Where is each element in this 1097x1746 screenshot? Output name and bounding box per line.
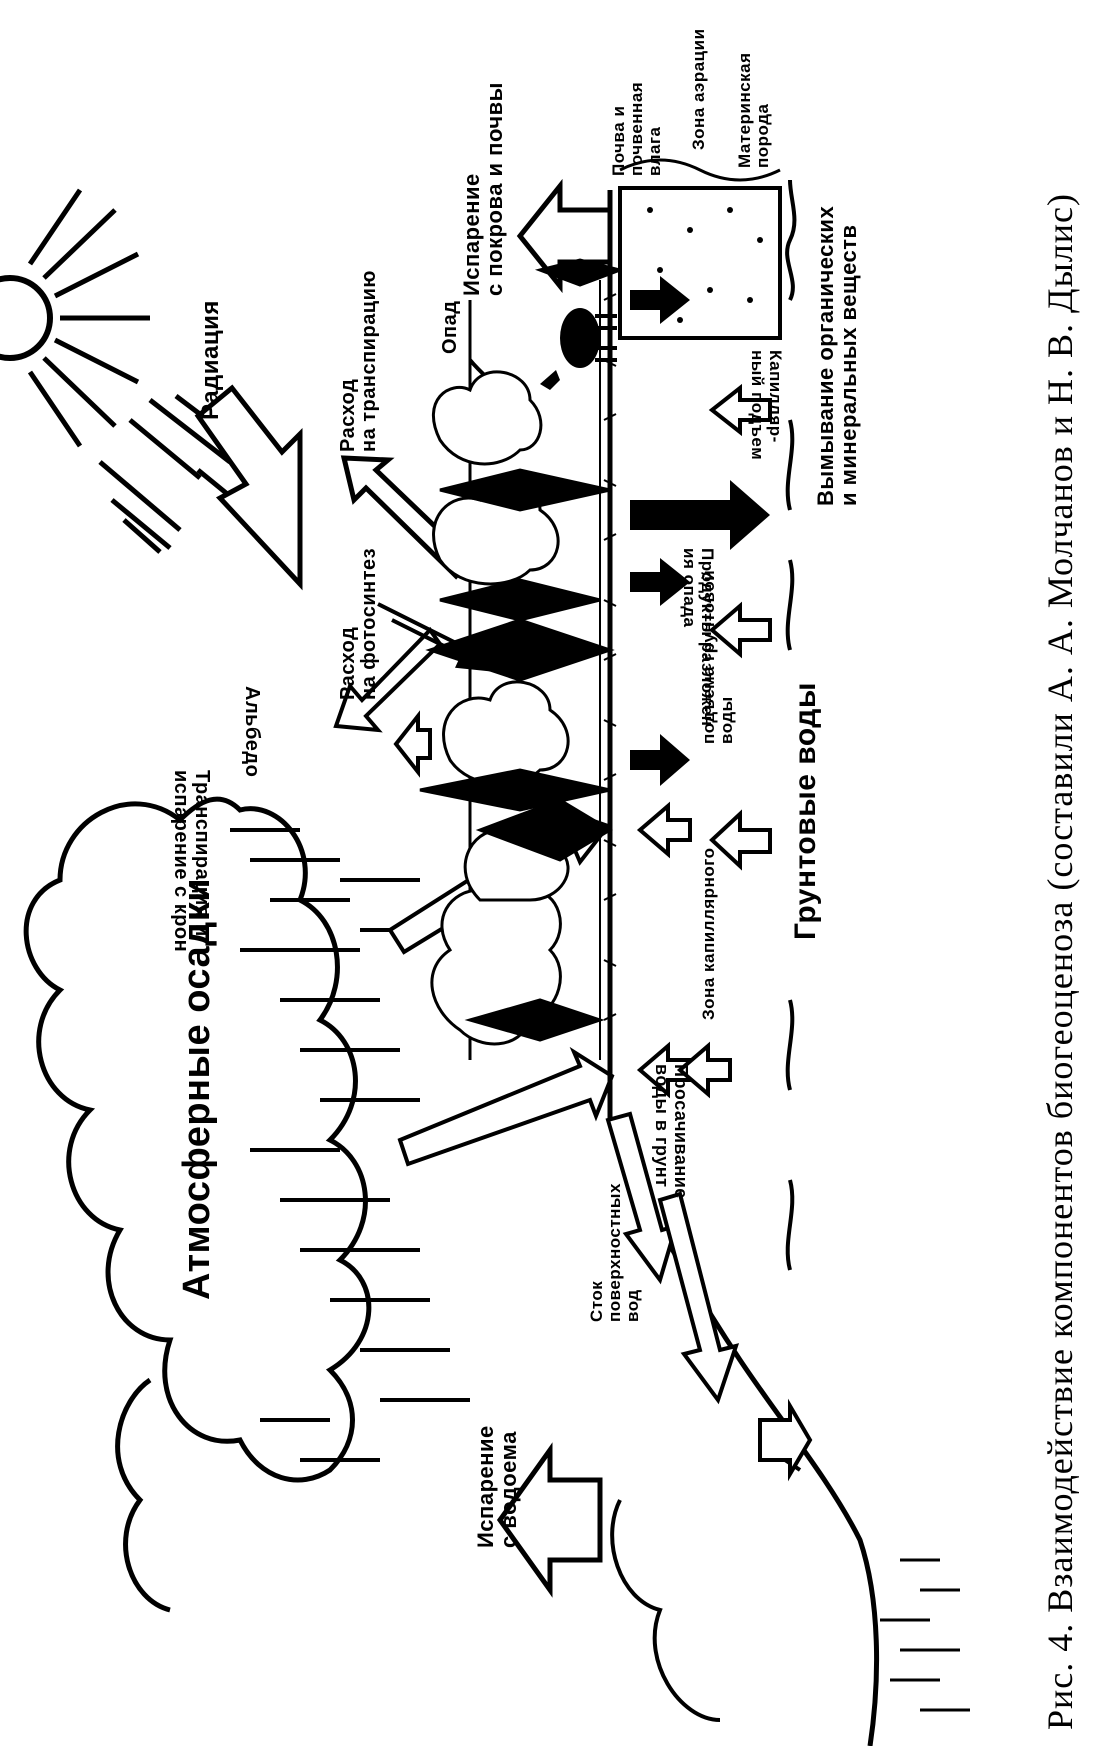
label-groundwater-rise: подъема грунтовой воды xyxy=(699,569,736,744)
animal-icon xyxy=(540,308,617,390)
label-capillary-zone: Зона капиллярного xyxy=(699,847,718,1020)
label-soil: Почва и почвенная влага xyxy=(609,81,664,176)
cloud-icon xyxy=(23,796,372,1613)
water-body xyxy=(610,1499,970,1722)
label-evaporation-water: Испарение с водоема xyxy=(473,1425,522,1548)
rain-streaks xyxy=(230,828,470,1462)
label-transpiration-canopy: Транспирация и испарение с крон xyxy=(170,770,213,953)
label-bedrock: Материнская порода xyxy=(735,52,772,168)
label-capillary-rise: Капилляр- ный подъем xyxy=(748,350,785,461)
label-leaching: Вымывание органических и минеральных вещ… xyxy=(813,205,862,506)
label-groundwater: Грунтовые воды xyxy=(789,682,822,940)
label-evaporation-soil: Испарение с покрова и почвы xyxy=(459,82,508,296)
label-albedo: Альбедо xyxy=(241,686,263,778)
label-photosynthesis: Расход на фотосинтез xyxy=(337,547,380,700)
label-infiltration: Просачивание воды в грунт xyxy=(652,1064,691,1199)
sun-icon xyxy=(0,188,150,448)
label-transpiration-use: Расход на транспирацию xyxy=(337,270,380,452)
label-litter: Опад xyxy=(439,300,461,354)
runoff-arrows xyxy=(605,1111,740,1405)
radiation-arrow-icon xyxy=(194,384,303,591)
soil-profile xyxy=(618,158,782,340)
label-surface-runoff: Сток поверхностных вод xyxy=(587,1183,642,1322)
label-aeration-zone: Зона аэрации xyxy=(689,28,708,150)
figure-caption: Рис. 4. Взаимодействие компонентов биоге… xyxy=(1040,193,1080,1730)
forest xyxy=(419,258,626,1060)
albedo-arrow-icon xyxy=(333,626,443,733)
upward-arrows xyxy=(636,383,772,1099)
downward-arrows xyxy=(630,276,770,786)
evaporation-water-arrow-icon xyxy=(496,1442,603,1598)
groundwater-lines xyxy=(758,179,813,1482)
label-radiation: Радиация xyxy=(197,300,224,420)
transpiration-canopy-arrow-icon xyxy=(393,710,432,778)
